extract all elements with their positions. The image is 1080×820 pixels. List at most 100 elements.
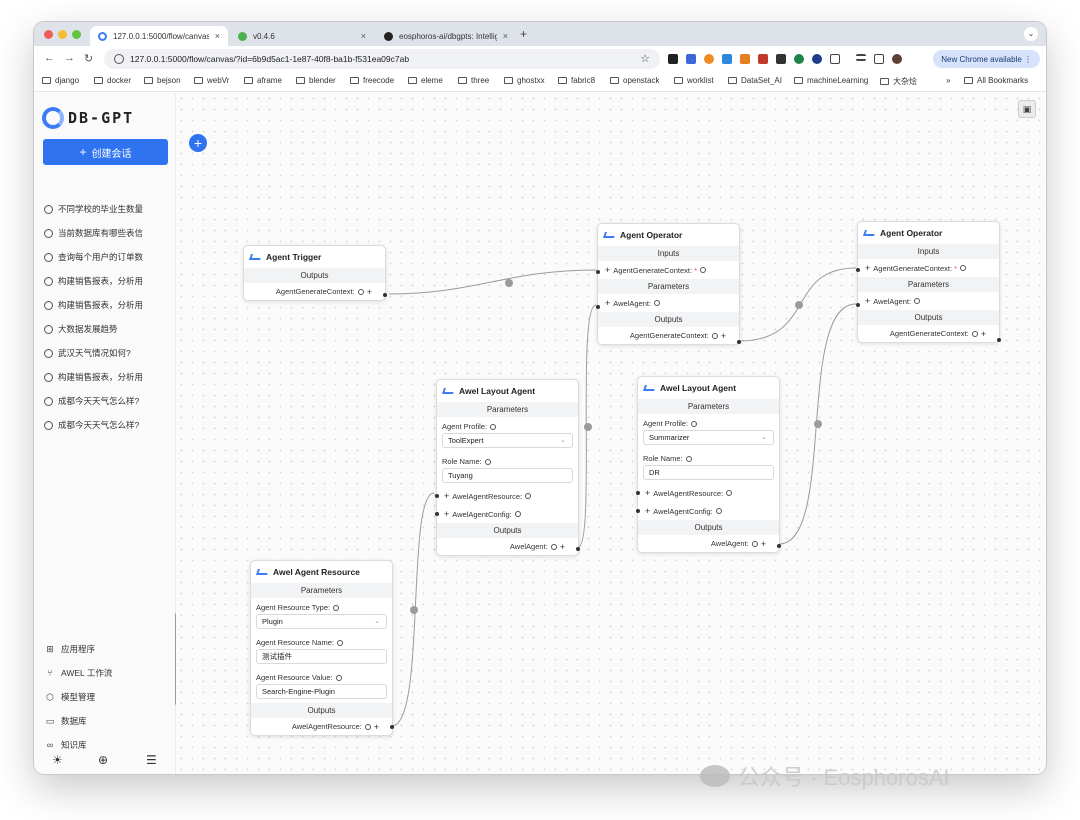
info-icon[interactable] (726, 490, 733, 496)
nav-apps[interactable]: ⊞应用程序 (44, 643, 95, 655)
nav-database[interactable]: ▭数据库 (45, 715, 87, 727)
conversation-item[interactable]: 构建销售报表，分析用 (44, 371, 143, 383)
info-icon[interactable] (525, 493, 532, 499)
bookmark-folder[interactable]: 大杂烩 (880, 76, 917, 87)
extension-icon[interactable] (758, 54, 768, 64)
maximize-window-button[interactable] (72, 30, 81, 39)
close-window-button[interactable] (44, 30, 53, 39)
info-icon[interactable] (960, 265, 966, 271)
info-icon[interactable] (336, 639, 343, 646)
bookmark-folder[interactable]: django (42, 76, 79, 85)
node-header[interactable]: Agent Trigger (244, 246, 385, 268)
plus-icon[interactable]: + (605, 298, 611, 308)
node-agent-trigger[interactable]: Agent Trigger Outputs AgentGenerateConte… (243, 245, 387, 301)
conversation-item[interactable]: 成都今天天气怎么样? (44, 395, 139, 407)
parameter-port[interactable]: +AwelAgentConfig: (437, 505, 578, 523)
info-icon[interactable] (971, 330, 978, 337)
bookmark-folder[interactable]: fabric8 (558, 76, 595, 85)
address-bar[interactable]: 127.0.0.1:5000/flow/canvas/?id=6b9d5ac1-… (104, 49, 660, 69)
edge-delete-button[interactable] (584, 423, 592, 431)
bookmark-folder[interactable]: blender (296, 76, 336, 85)
parameter-handle[interactable] (636, 509, 640, 513)
info-icon[interactable] (914, 298, 921, 304)
output-port[interactable]: AwelAgent:+ (710, 538, 766, 549)
extension-icon[interactable] (704, 54, 714, 64)
parameter-handle[interactable] (856, 303, 860, 307)
resource-name-input[interactable]: 测试插件 (256, 649, 387, 664)
parameter-port[interactable]: +AwelAgent: (858, 292, 999, 310)
close-tab-icon[interactable]: × (502, 31, 508, 41)
forward-arrow-icon[interactable]: → (64, 52, 75, 64)
conversation-item[interactable]: 构建销售报表，分析用 (44, 275, 143, 287)
output-handle[interactable] (737, 340, 741, 344)
edge-delete-button[interactable] (814, 420, 822, 428)
reading-list-icon[interactable] (856, 54, 866, 61)
new-chrome-available-button[interactable]: New Chrome available ⋮ (933, 50, 1040, 68)
agent-profile-select[interactable]: ToolExpert⌄ (442, 433, 573, 448)
resource-type-select[interactable]: Plugin⌄ (256, 614, 387, 629)
nav-model-management[interactable]: ⬡模型管理 (44, 691, 95, 703)
conversation-item[interactable]: 当前数据库有哪些表信 (44, 227, 143, 239)
parameter-handle[interactable] (435, 512, 439, 516)
edge-delete-button[interactable] (410, 606, 418, 614)
info-icon[interactable] (751, 540, 758, 547)
parameter-handle[interactable] (636, 491, 640, 495)
parameter-handle[interactable] (435, 494, 439, 498)
info-icon[interactable] (654, 300, 661, 306)
output-handle[interactable] (576, 547, 580, 551)
bookmark-folder[interactable]: webVr (194, 76, 229, 85)
info-icon[interactable] (711, 332, 718, 339)
bookmark-folder[interactable]: docker (94, 76, 131, 85)
node-header[interactable]: Agent Operator (598, 224, 739, 246)
extension-icon[interactable] (794, 54, 804, 64)
flow-canvas[interactable]: + ▣ Agent Trigger Outputs AgentGenerateC… (176, 93, 1046, 774)
plus-icon[interactable]: + (865, 296, 871, 306)
input-port[interactable]: +AgentGenerateContext:* (598, 261, 739, 279)
side-panel-icon[interactable] (874, 54, 884, 64)
plus-icon[interactable]: + (444, 491, 450, 501)
bookmark-folder[interactable]: bejson (144, 76, 181, 85)
conversation-item[interactable]: 武汉天气情况如何? (44, 347, 131, 359)
extension-icon[interactable] (668, 54, 678, 64)
close-tab-icon[interactable]: × (360, 31, 366, 41)
all-bookmarks-button[interactable]: All Bookmarks (964, 76, 1028, 85)
node-header[interactable]: Awel Layout Agent (638, 377, 779, 399)
save-flow-icon[interactable]: ▣ (1018, 100, 1036, 118)
parameter-port[interactable]: +AwelAgentResource: (437, 487, 578, 505)
info-icon[interactable] (333, 604, 340, 611)
info-icon[interactable] (514, 511, 521, 517)
role-name-input[interactable]: Tuyang (442, 468, 573, 483)
back-arrow-icon[interactable]: ← (44, 52, 55, 64)
input-port[interactable]: +AgentGenerateContext:* (858, 259, 999, 277)
input-handle[interactable] (856, 268, 860, 272)
bookmark-folder[interactable]: openstack (610, 76, 659, 85)
bookmark-star-icon[interactable]: ☆ (640, 53, 650, 65)
extension-icon[interactable] (722, 54, 732, 64)
new-tab-button[interactable]: + (520, 27, 528, 41)
output-handle[interactable] (777, 544, 781, 548)
parameter-port[interactable]: +AwelAgentConfig: (638, 502, 779, 520)
extension-icon[interactable] (812, 54, 822, 64)
node-header[interactable]: Awel Agent Resource (251, 561, 392, 583)
metamask-icon[interactable] (740, 54, 750, 64)
info-icon[interactable] (550, 543, 557, 550)
info-icon[interactable] (484, 458, 491, 465)
conversation-item[interactable]: 大数据发展趋势 (44, 323, 118, 335)
output-handle[interactable] (997, 338, 1001, 342)
bookmark-folder[interactable]: aframe (244, 76, 282, 85)
nav-knowledge[interactable]: ∞知识库 (44, 739, 87, 751)
conversation-item[interactable]: 构建销售报表，分析用 (44, 299, 143, 311)
tab-flow-canvas[interactable]: 127.0.0.1:5000/flow/canvas/? × (90, 26, 228, 46)
output-port[interactable]: AgentGenerateContext:+ (629, 330, 726, 341)
plus-icon[interactable]: + (373, 721, 379, 732)
plus-icon[interactable]: + (760, 538, 766, 549)
info-icon[interactable] (490, 423, 497, 430)
node-header[interactable]: Awel Layout Agent (437, 380, 578, 402)
input-handle[interactable] (596, 270, 600, 274)
theme-sun-icon[interactable]: ☀ (52, 753, 63, 767)
bookmark-folder[interactable]: ghostxx (504, 76, 545, 85)
plus-icon[interactable]: + (605, 265, 611, 275)
bookmark-folder[interactable]: freecode (350, 76, 394, 85)
info-icon[interactable] (364, 723, 371, 730)
plus-icon[interactable]: + (645, 506, 651, 516)
